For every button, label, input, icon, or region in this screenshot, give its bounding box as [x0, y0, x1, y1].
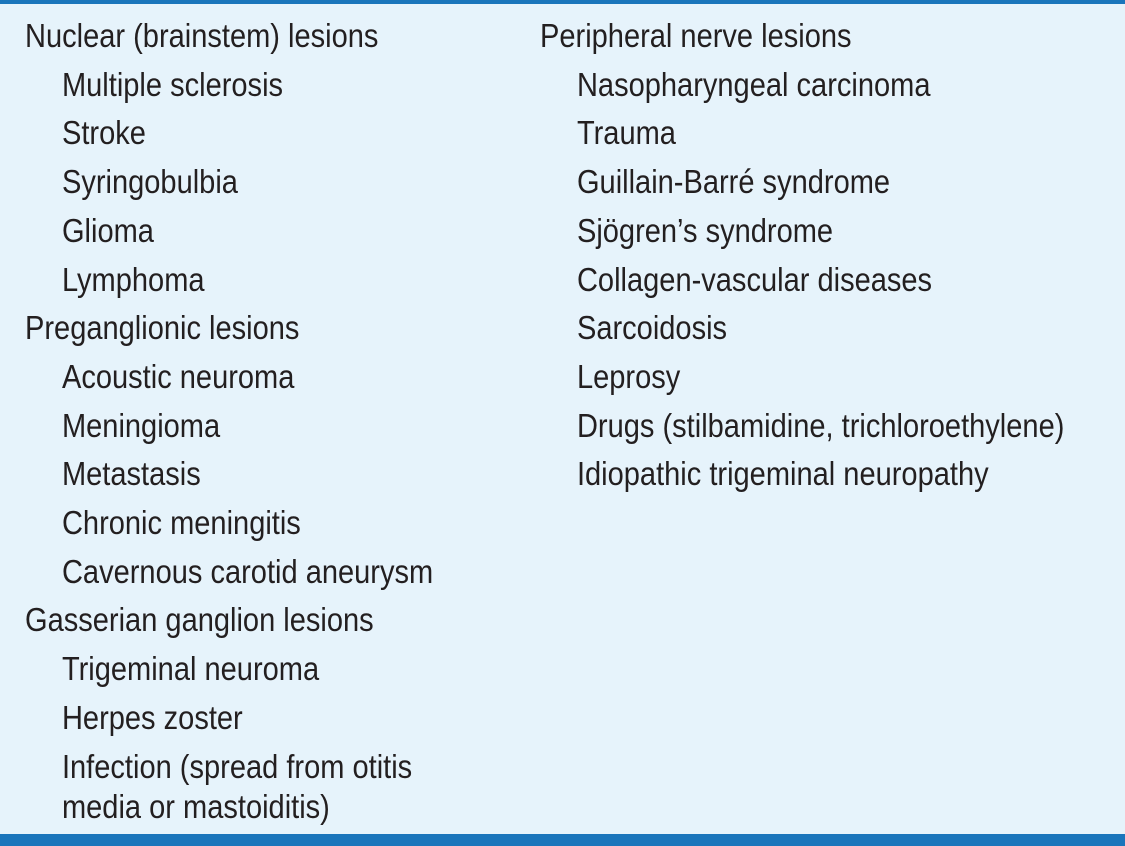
list-item: Trigeminal neuroma — [61, 650, 320, 688]
list-item: Nasopharyngeal carcinoma — [576, 65, 931, 103]
list-item: Idiopathic trigeminal neuropathy — [576, 455, 989, 493]
list-item: Sarcoidosis — [576, 309, 728, 347]
group-heading-gasserian: Gasserian ganglion lesions — [25, 601, 374, 639]
list-item: Lymphoma — [61, 260, 205, 298]
list-item: Acoustic neuroma — [61, 357, 295, 395]
left-column: Nuclear (brainstem) lesions Multiple scl… — [25, 12, 454, 827]
list-item: Infection (spread from otitis media or m… — [61, 747, 413, 825]
list-item: Multiple sclerosis — [61, 65, 284, 103]
list-item: Drugs (stilbamidine, trichloroethylene) — [576, 406, 1065, 444]
list-item: Collagen-vascular diseases — [576, 260, 933, 298]
list-item: Glioma — [61, 211, 154, 249]
list-item: Stroke — [61, 114, 146, 152]
group-heading-preganglionic: Preganglionic lesions — [25, 309, 300, 347]
list-item: Cavernous carotid aneurysm — [61, 552, 434, 590]
list-item: Guillain-Barré syndrome — [576, 163, 891, 201]
nuclear-lesions-list: Multiple sclerosis Stroke Syringobulbia … — [25, 61, 454, 305]
list-item: Meningioma — [61, 406, 221, 444]
list-item: Sjögren’s syndrome — [576, 211, 834, 249]
preganglionic-lesions-list: Acoustic neuroma Meningioma Metastasis C… — [25, 353, 454, 597]
group-heading-nuclear: Nuclear (brainstem) lesions — [25, 17, 379, 54]
list-item: Metastasis — [61, 455, 201, 493]
group-heading-peripheral: Peripheral nerve lesions — [540, 17, 852, 54]
list-item: Chronic meningitis — [61, 504, 301, 542]
list-item: Trauma — [576, 114, 676, 152]
peripheral-lesions-list: Nasopharyngeal carcinoma Trauma Guillain… — [540, 61, 1064, 499]
list-item: Syringobulbia — [61, 163, 238, 201]
list-item: Leprosy — [576, 357, 681, 395]
right-column: Peripheral nerve lesions Nasopharyngeal … — [540, 12, 1064, 499]
list-item: Herpes zoster — [61, 698, 243, 736]
gasserian-lesions-list: Trigeminal neuroma Herpes zoster Infecti… — [25, 645, 454, 826]
